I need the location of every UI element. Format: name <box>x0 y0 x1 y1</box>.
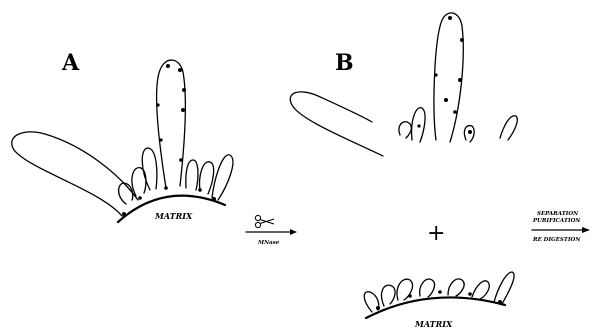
bead <box>198 188 202 192</box>
bead <box>166 64 170 68</box>
bead <box>417 124 420 127</box>
bead <box>438 290 442 294</box>
loop-small-4 <box>186 160 198 190</box>
scissors-icon <box>255 215 274 227</box>
separation-label: SEPARATION <box>537 211 579 217</box>
released-loop-1 <box>399 122 411 138</box>
bead <box>468 292 472 296</box>
loop-small-1 <box>119 183 133 204</box>
purification-label: PURIFICATION <box>532 218 581 224</box>
bead <box>376 306 380 310</box>
bead <box>212 197 216 201</box>
bead <box>468 130 472 134</box>
bead <box>453 110 457 114</box>
loop-small-5 <box>200 162 214 194</box>
bead <box>138 196 142 200</box>
mnase-label: MNase <box>257 240 280 246</box>
loop-tall-center <box>157 60 186 188</box>
loop-small-6 <box>212 155 233 200</box>
residual-loop-2 <box>382 285 395 306</box>
residual-loop-5 <box>448 279 464 296</box>
arrow-separation <box>532 227 590 233</box>
redigestion-label: RE DIGESTION <box>532 237 581 243</box>
residual-loop-4 <box>420 279 435 297</box>
bead <box>460 38 464 42</box>
bead <box>181 108 185 112</box>
bead <box>182 88 186 92</box>
plus-sign: + <box>427 221 445 246</box>
residual-loop-6 <box>472 281 489 299</box>
released-loop-tall <box>434 13 463 142</box>
panel-b-label: B <box>335 50 354 76</box>
bead <box>498 300 502 304</box>
residual-loop-7 <box>494 272 514 304</box>
bead <box>178 68 182 72</box>
bead <box>408 294 412 298</box>
bead <box>159 138 162 141</box>
bead <box>179 158 183 162</box>
loop-large-left <box>12 132 138 216</box>
bead <box>444 98 448 102</box>
panel-a-label: A <box>61 50 80 76</box>
released-loop-4 <box>500 116 517 140</box>
bead <box>156 103 159 106</box>
bead <box>164 186 168 190</box>
matrix-label-left: MATRIX <box>154 211 193 221</box>
bead <box>458 78 462 82</box>
bead <box>434 73 437 76</box>
matrix-arc-bottom <box>366 297 505 318</box>
panel-a-loops <box>12 60 233 222</box>
loop-small-3 <box>142 148 157 190</box>
panel-b-released-loops <box>290 13 517 156</box>
matrix-label-bottom: MATRIX <box>414 319 453 329</box>
bead <box>448 16 452 20</box>
residual-matrix-loops <box>364 272 514 318</box>
bead <box>122 212 126 216</box>
arrow-mnase <box>246 229 297 235</box>
released-loop-large <box>290 92 383 156</box>
